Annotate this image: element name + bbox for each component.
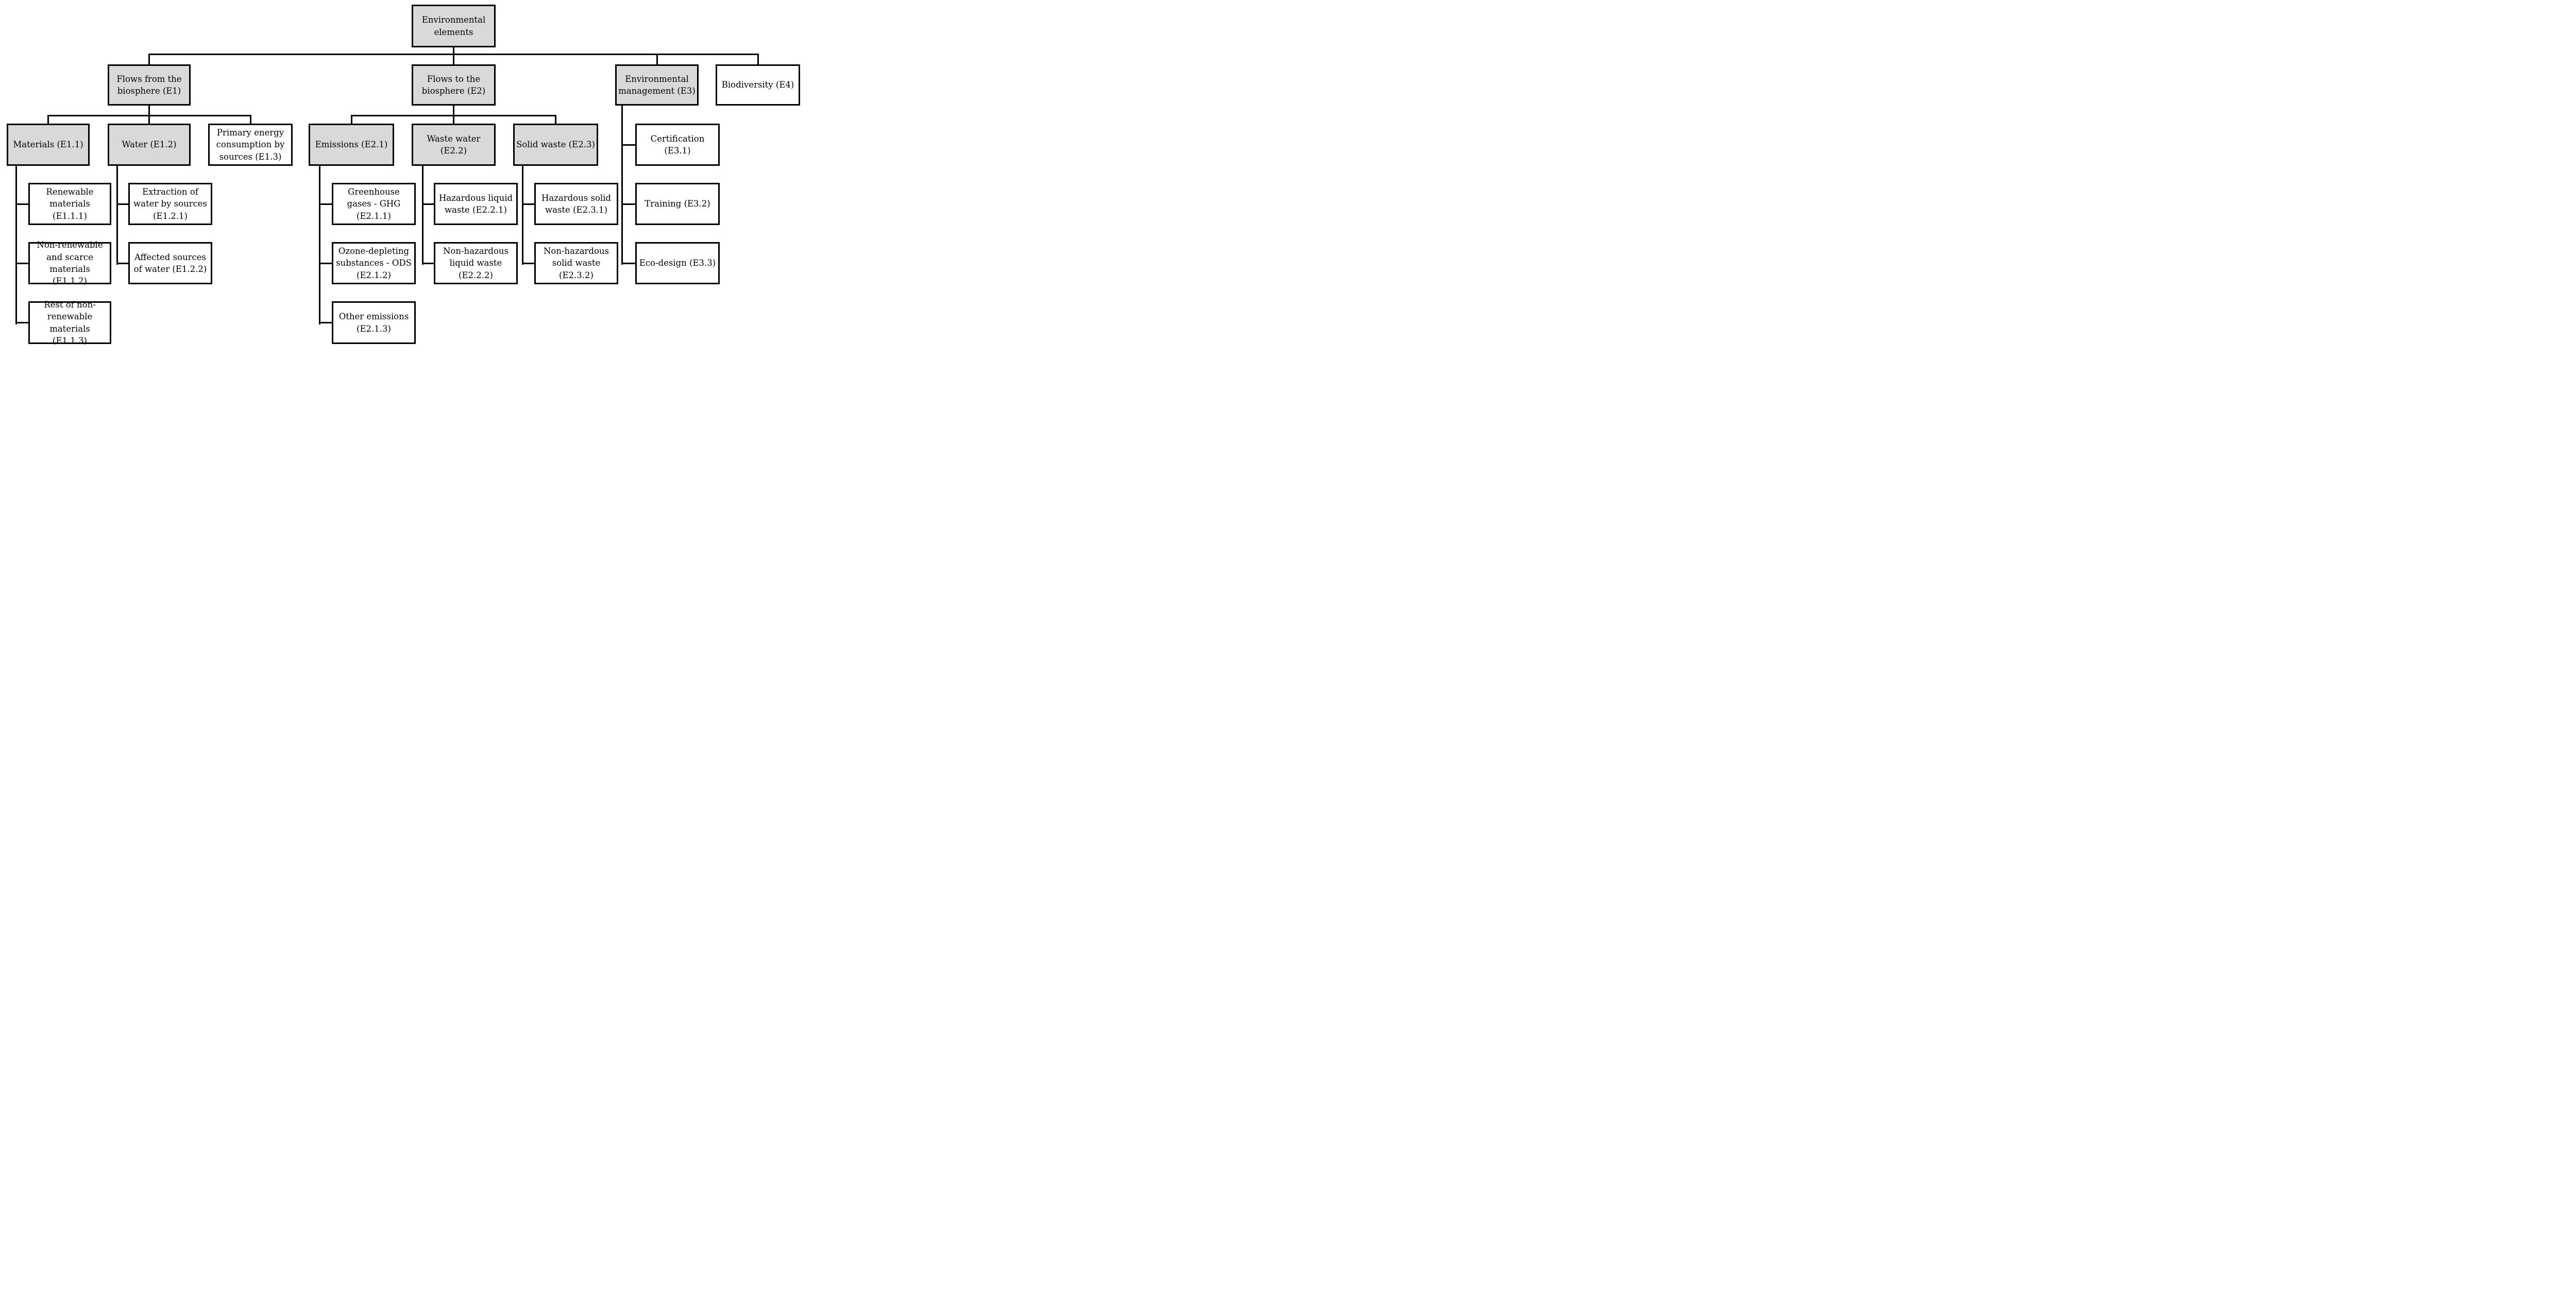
node-environmental-elements: Environmental elements [412, 5, 496, 47]
node-label: Certification (E3.1) [650, 133, 705, 156]
connector-line [421, 262, 435, 264]
connector-line [656, 54, 658, 67]
node-label: Environmental management (E3) [618, 74, 696, 96]
connector-line [453, 105, 454, 117]
node-label: Non-renewable and scarce materials (E1.1… [37, 240, 103, 286]
node-e2: Flows to the biosphere (E2) [412, 64, 496, 106]
connector-line [15, 262, 29, 264]
connector-line [453, 46, 454, 56]
node-e1-1-2: Non-renewable and scarce materials (E1.1… [28, 240, 111, 286]
connector-line [47, 115, 49, 126]
node-label: Eco-design (E3.3) [639, 258, 716, 268]
connector-line [453, 54, 454, 67]
connector-line [757, 54, 759, 67]
node-e2-2: Waste water (E2.2) [412, 124, 496, 166]
connector-line [116, 203, 129, 205]
node-e1: Flows from the biosphere (E1) [108, 64, 191, 106]
connector-line [318, 262, 333, 264]
node-label: Emissions (E2.1) [315, 140, 388, 150]
node-e3-2: Training (E3.2) [635, 183, 720, 225]
connector-line [421, 166, 423, 265]
node-e1-2-2: Affected sources of water (E1.2.2) [128, 242, 212, 284]
node-e2-2-1: Hazardous liquid waste (E2.2.1) [434, 183, 518, 225]
connector-line [15, 322, 29, 323]
node-label: Materials (E1.1) [13, 140, 83, 150]
connector-line [318, 322, 333, 323]
node-e1-3: Primary energy consumption by sources (E… [208, 124, 293, 166]
node-label: Water (E1.2) [122, 140, 177, 150]
connector-line [421, 203, 435, 205]
connector-line [621, 105, 623, 265]
connector-line [148, 105, 150, 117]
node-e2-1-3: Other emissions (E2.1.3) [332, 301, 416, 344]
connector-line [116, 262, 129, 264]
connector-line [249, 115, 251, 126]
connector-line [350, 115, 352, 126]
node-label: Hazardous liquid waste (E2.2.1) [438, 193, 513, 215]
node-e3-3: Eco-design (E3.3) [635, 242, 720, 284]
node-e4: Biodiversity (E4) [716, 64, 800, 106]
connector-line [621, 144, 636, 146]
node-label: Environmental elements [421, 15, 486, 37]
connector-line [555, 115, 556, 126]
connector-line [521, 166, 523, 265]
connector-line [521, 203, 535, 205]
connector-line [318, 166, 320, 324]
node-e3: Environmental management (E3) [615, 64, 699, 106]
connector-line [148, 115, 150, 126]
node-label: Other emissions (E2.1.3) [338, 312, 409, 334]
node-label: Flows from the biosphere (E1) [116, 74, 182, 96]
node-label: Non-hazardous liquid waste (E2.2.2) [443, 246, 509, 280]
node-e2-2-2: Non-hazardous liquid waste (E2.2.2) [434, 242, 518, 284]
node-label: Renewable materials (E1.1.1) [46, 186, 94, 221]
node-label: Affected sources of water (E1.2.2) [133, 252, 207, 274]
node-e3-1: Certification (E3.1) [635, 124, 720, 166]
node-e1-1-3: Rest of non- renewable materials (E1.1.3… [28, 299, 111, 346]
node-e1-1: Materials (E1.1) [7, 124, 90, 166]
node-e2-3: Solid waste (E2.3) [513, 124, 598, 166]
connector-line [15, 166, 17, 324]
connector-line [453, 115, 454, 126]
node-e2-1-2: Ozone-depleting substances - ODS (E2.1.2… [332, 242, 416, 284]
node-e2-1: Emissions (E2.1) [309, 124, 394, 166]
node-label: Primary energy consumption by sources (E… [216, 127, 285, 162]
connector-line [15, 203, 29, 205]
node-label: Training (E3.2) [645, 199, 710, 209]
node-label: Biodiversity (E4) [721, 80, 794, 90]
node-e1-2-1: Extraction of water by sources (E1.2.1) [128, 183, 212, 225]
node-label: Greenhouse gases - GHG (E2.1.1) [347, 186, 401, 221]
node-label: Solid waste (E2.3) [516, 140, 595, 150]
node-label: Ozone-depleting substances - ODS (E2.1.2… [336, 246, 412, 280]
node-label: Rest of non- renewable materials (E1.1.3… [44, 299, 96, 346]
connector-line [621, 262, 636, 264]
node-label: Flows to the biosphere (E2) [421, 74, 486, 96]
connector-line [148, 54, 150, 67]
connector-line [621, 203, 636, 205]
node-e2-3-1: Hazardous solid waste (E2.3.1) [534, 183, 618, 225]
node-label: Extraction of water by sources (E1.2.1) [133, 186, 207, 221]
node-e2-3-2: Non-hazardous solid waste (E2.3.2) [534, 242, 618, 284]
node-label: Hazardous solid waste (E2.3.1) [541, 193, 611, 215]
node-e1-2: Water (E1.2) [108, 124, 191, 166]
node-label: Waste water (E2.2) [427, 133, 481, 156]
connector-line [116, 166, 118, 265]
node-e2-1-1: Greenhouse gases - GHG (E2.1.1) [332, 183, 416, 225]
node-label: Non-hazardous solid waste (E2.3.2) [543, 246, 609, 280]
connector-line [318, 203, 333, 205]
node-e1-1-1: Renewable materials (E1.1.1) [28, 183, 111, 225]
connector-line [521, 262, 535, 264]
